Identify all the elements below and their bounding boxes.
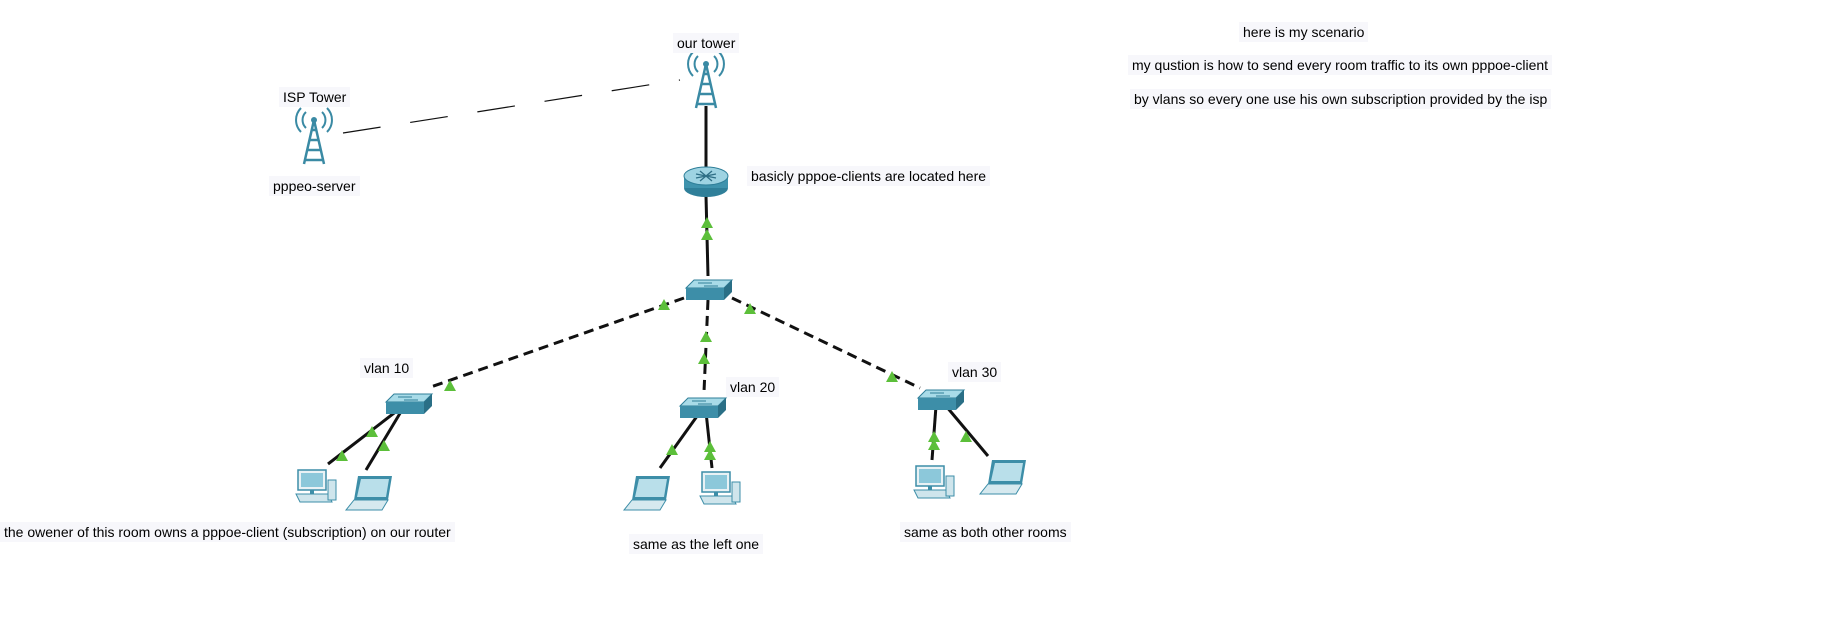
link-up-arrow [700,331,712,342]
vlan20-switch-icon[interactable] [679,397,727,419]
link-up-arrow [698,353,710,364]
wireless-link [342,79,681,134]
room2-note-label: same as the left one [629,534,764,554]
room2-pc-icon[interactable] [699,471,741,505]
router-note-label: basicly pppoe-clients are located here [747,166,991,186]
room1-note-label: the owener of this room owns a pppoe-cli… [0,522,455,542]
scenario-label: here is my scenario [1239,22,1369,42]
link-core-vlan20 [702,299,710,393]
room1-pc-icon[interactable] [295,469,337,503]
isp-tower-icon[interactable] [294,106,334,166]
core-switch-icon[interactable] [685,279,733,301]
our-tower-label: our tower [673,33,740,53]
router-icon[interactable] [683,166,729,198]
question2-label: by vlans so every one use his own subscr… [1130,89,1552,109]
link-up-arrow [444,380,456,391]
vlan10-label: vlan 10 [360,358,414,378]
vlan20-label: vlan 20 [726,377,780,397]
our-tower-icon[interactable] [686,50,726,110]
vlan10-switch-icon[interactable] [385,393,433,415]
vlan30-label: vlan 30 [948,362,1002,382]
link-vlan30-laptop [944,405,990,457]
room1-laptop-icon[interactable] [345,475,393,511]
question-label: my qustion is how to send every room tra… [1128,55,1553,75]
isp-tower-label: ISP Tower [279,87,351,107]
room3-note-label: same as both other rooms [900,522,1071,542]
link-vlan20-laptop [658,411,702,469]
room3-laptop-icon[interactable] [979,459,1027,495]
vlan30-switch-icon[interactable] [917,389,965,411]
link-up-arrow [701,229,713,240]
link-core-vlan10 [427,296,685,390]
link-core-vlan30 [731,296,921,390]
link-up-arrow [701,217,713,228]
pppoe-server-label: pppeo-server [269,176,360,196]
room2-laptop-icon[interactable] [623,475,671,511]
room3-pc-icon[interactable] [913,465,955,499]
